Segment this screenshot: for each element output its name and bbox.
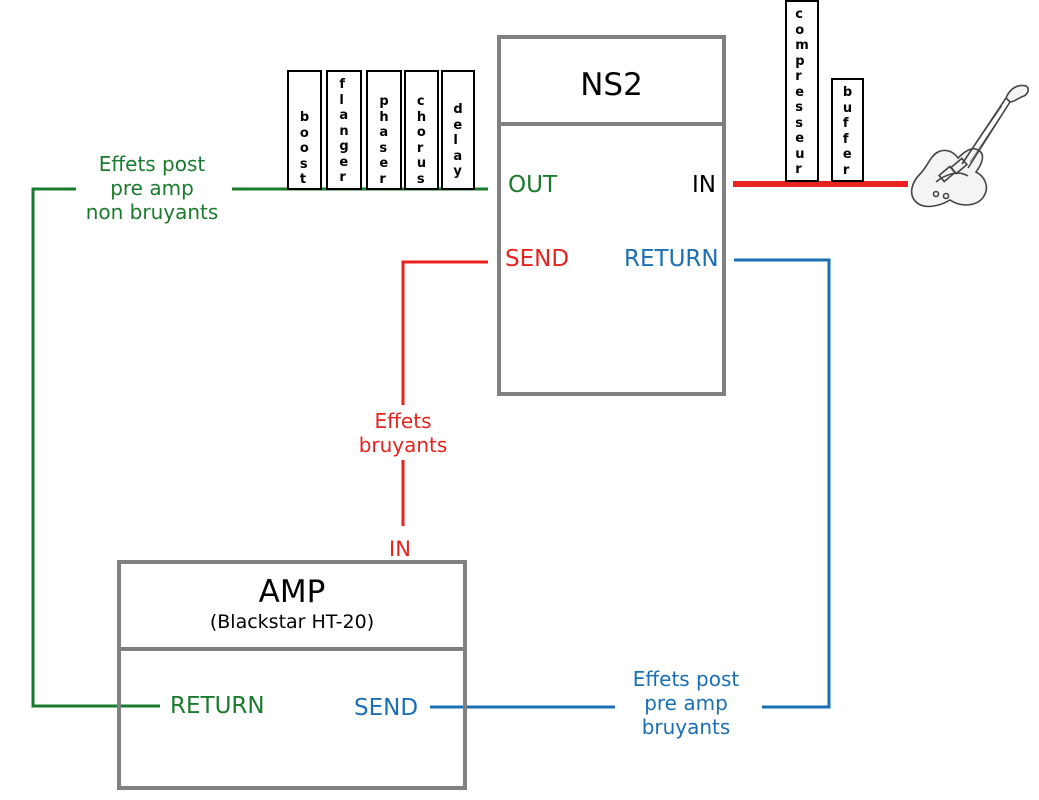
amp-title-bar: AMP (Blackstar HT-20) (121, 564, 463, 651)
pedal-letter: u (842, 100, 853, 116)
pedal-letter: p (795, 53, 805, 69)
pedal-letter: e (795, 84, 805, 100)
pedal-letter: r (795, 69, 802, 84)
pedal-letter: r (842, 162, 850, 178)
amp-send-port: SEND (354, 695, 419, 721)
green-chain-line-1: Effets post (98, 152, 206, 176)
amp-subtitle: (Blackstar HT-20) (209, 611, 375, 633)
pedal-letter: f (339, 77, 345, 92)
pedal-letter: u (795, 146, 805, 162)
ns2-box: NS2 (497, 35, 726, 396)
ns2-out-port: OUT (508, 172, 557, 198)
pedal-letter: e (842, 147, 852, 162)
pedal-letter: o (299, 125, 309, 141)
pedal-letter: n (339, 123, 349, 139)
pedal-letter: a (339, 108, 349, 123)
pedal-letter: s (795, 115, 803, 131)
blue-chain-line-2: pre amp (644, 691, 728, 715)
green-chain-label: Effets post pre amp non bruyants (72, 152, 232, 224)
pedal-letter: l (453, 133, 458, 148)
pedal-letter: f (842, 131, 849, 147)
pedal-letter: g (339, 139, 349, 154)
ns2-title: NS2 (580, 67, 643, 103)
pedal-letter: d (453, 102, 463, 117)
ns2-in-port: IN (692, 172, 716, 198)
red-chain-label: Effets bruyants (338, 409, 468, 457)
pedal-letter: o (416, 125, 426, 140)
pedal-letter: r (416, 140, 424, 156)
blue-chain-line-1: Effets post (632, 667, 740, 691)
pedal-letter: l (339, 92, 344, 108)
red-wire-send (401, 260, 488, 405)
pedal-letter: e (795, 131, 805, 146)
pedal-letter: r (379, 171, 386, 187)
pedal-letter: b (299, 110, 310, 125)
pedal-letter: s (379, 140, 388, 156)
ns2-return-port: RETURN (624, 246, 719, 272)
pedal-letter: m (795, 38, 809, 53)
pedal-letter: s (299, 156, 308, 172)
electric-guitar-icon (910, 84, 1029, 208)
amp-return-port: RETURN (170, 693, 265, 719)
red-chain-line-2: bruyants (358, 433, 448, 457)
amp-box: AMP (Blackstar HT-20) (117, 560, 467, 790)
pedal-letter: e (379, 156, 389, 171)
pedal-letter: e (453, 117, 463, 133)
pedal-letter: p (379, 94, 389, 109)
pedal-letter: e (339, 154, 349, 170)
pedal-letter: t (299, 172, 307, 187)
amp-in-port: IN (389, 537, 411, 561)
pedal-letter: r (339, 170, 346, 185)
pedal-letter: f (842, 116, 849, 131)
pedal-letter: a (453, 148, 463, 164)
pedal-letter: y (453, 164, 462, 179)
pedal-letter: h (379, 109, 389, 125)
pedal-letter: c (416, 94, 425, 109)
green-chain-line-3: non bruyants (85, 200, 219, 224)
pedal-letter: b (842, 85, 853, 100)
pedal-letter: c (795, 7, 803, 22)
blue-wire-to-ns2-return (734, 258, 831, 709)
red-chain-line-1: Effets (374, 409, 432, 433)
pedal-letter: o (299, 141, 309, 156)
amp-title: AMP (258, 574, 326, 610)
ns2-title-bar: NS2 (501, 39, 722, 126)
pedal-letter: s (416, 171, 425, 187)
pedal-letter: o (795, 22, 805, 38)
green-wire-to-amp-return (31, 187, 160, 708)
pedal-letter: s (795, 100, 803, 115)
green-chain-line-2: pre amp (110, 176, 194, 200)
pedal-letter: r (795, 162, 802, 177)
blue-chain-line-3: bruyants (641, 715, 731, 739)
pedal-letter: h (416, 109, 427, 125)
ns2-send-port: SEND (505, 246, 570, 272)
pedal-letter: a (379, 125, 389, 140)
pedal-letter: u (416, 156, 427, 171)
blue-chain-label: Effets post pre amp bruyants (606, 667, 766, 739)
